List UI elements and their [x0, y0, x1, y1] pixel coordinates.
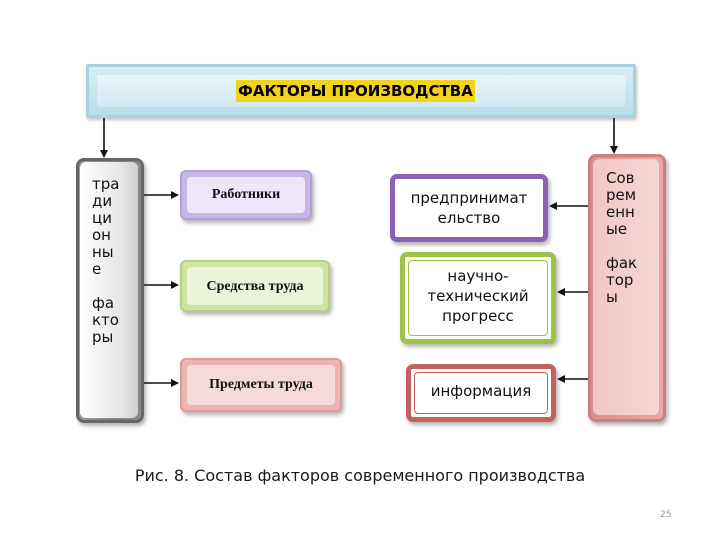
workers-box: Работники: [180, 170, 312, 220]
page-number: 25: [660, 510, 672, 520]
traditional-factors-label: тра ди ци он ны е фа кто ры: [92, 175, 120, 346]
entrepreneurship-label: предпринимат ельство: [410, 189, 528, 227]
sci-tech-inner-ring: [408, 260, 548, 336]
entrepreneurship-box: предпринимат ельство: [390, 174, 548, 242]
figure-caption: Рис. 8. Состав факторов современного про…: [134, 466, 586, 485]
modern-factors-label: Сов рем енн ые фак тор ы: [606, 169, 638, 306]
objects-of-labor-box: Предметы труда: [180, 358, 342, 412]
information-label: информация: [430, 382, 532, 400]
diagram-title: ФАКТОРЫ ПРОИЗВОДСТВА: [236, 80, 475, 102]
information-inner-ring: [414, 372, 548, 414]
means-of-labor-label: Средства труда: [206, 279, 304, 294]
information-box: информация: [406, 364, 556, 422]
objects-of-labor-label: Предметы труда: [209, 377, 313, 392]
sci-tech-progress-box: научно- технический прогресс: [400, 252, 556, 344]
means-of-labor-box: Средства труда: [180, 260, 330, 312]
sci-tech-progress-label: научно- технический прогресс: [427, 267, 529, 325]
workers-label: Работники: [211, 187, 281, 202]
modern-factors-inner: [593, 159, 659, 415]
traditional-factors-inner: [80, 162, 138, 418]
